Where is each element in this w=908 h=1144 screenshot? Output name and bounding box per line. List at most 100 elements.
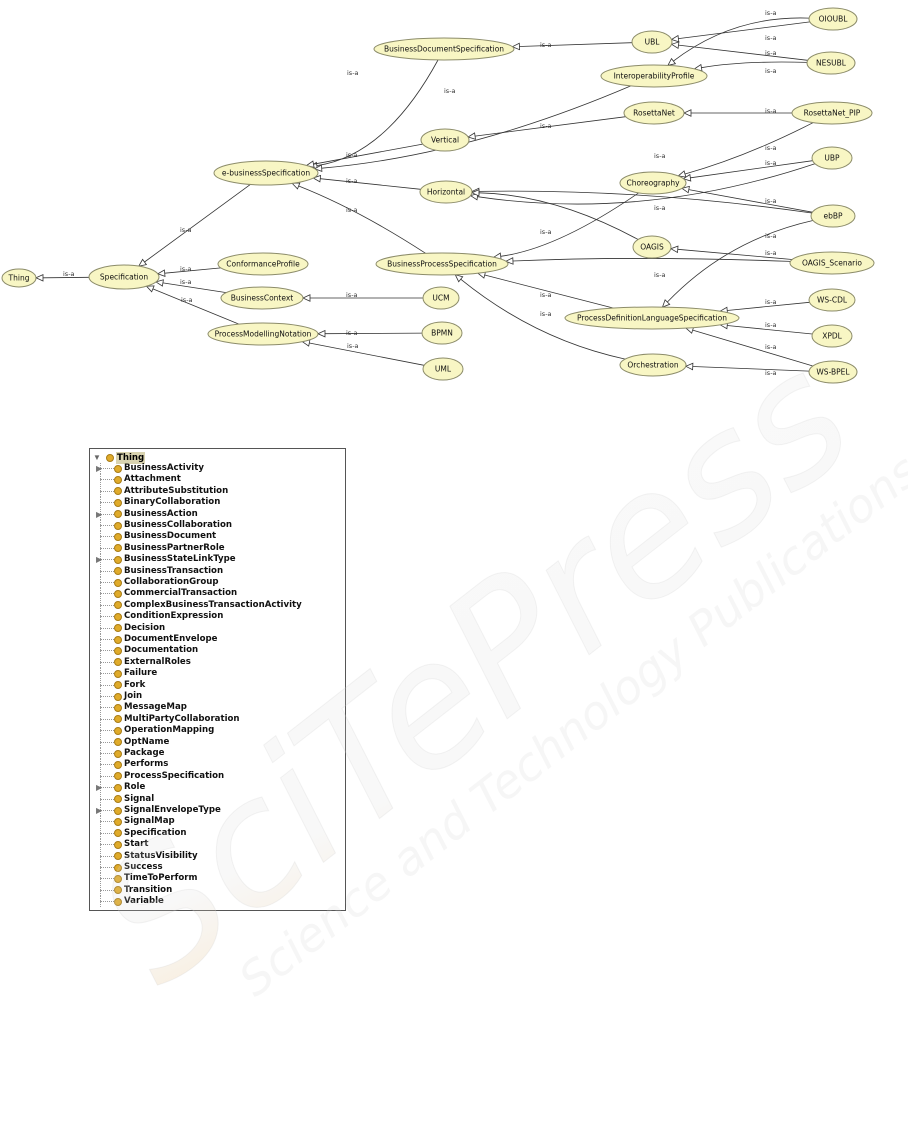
tree-item[interactable]: CommercialTransaction bbox=[90, 588, 340, 600]
node-Choreography[interactable]: Choreography bbox=[619, 171, 687, 195]
node-BusinessDocumentSpecification[interactable]: BusinessDocumentSpecification bbox=[373, 37, 515, 61]
tree-item-label: Success bbox=[124, 862, 163, 872]
node-UBL[interactable]: UBL bbox=[631, 30, 673, 54]
tree-item[interactable]: OptName bbox=[90, 736, 340, 748]
tree-connector bbox=[100, 479, 114, 481]
tree-item[interactable]: Fork bbox=[90, 679, 340, 691]
tree-item[interactable]: Specification bbox=[90, 827, 340, 839]
node-Thing[interactable]: Thing bbox=[1, 268, 37, 288]
tree-item[interactable]: ▶BusinessStateLinkType bbox=[90, 554, 340, 566]
node-ebBP[interactable]: ebBP bbox=[810, 204, 856, 228]
node-ellipse bbox=[420, 128, 470, 152]
tree-item[interactable]: CollaborationGroup bbox=[90, 577, 340, 588]
edge-label: is-a bbox=[654, 152, 666, 160]
tree-item[interactable]: ▶SignalEnvelopeType bbox=[90, 805, 340, 816]
tree-item[interactable]: Decision bbox=[90, 622, 340, 634]
edge-OAGIS_Scenario-to-OAGIS: is-a bbox=[669, 245, 793, 260]
class-icon bbox=[114, 863, 122, 872]
tree-item[interactable]: BusinessCollaboration bbox=[90, 520, 340, 531]
edge-label: is-a bbox=[765, 144, 777, 152]
node-ConformanceProfile[interactable]: ConformanceProfile bbox=[217, 252, 309, 276]
tree-item[interactable]: ▶BusinessActivity bbox=[90, 463, 340, 474]
tree-item[interactable]: BusinessDocument bbox=[90, 531, 340, 543]
tree-item[interactable]: OperationMapping bbox=[90, 725, 340, 737]
node-ProcessModellingNotation[interactable]: ProcessModellingNotation bbox=[207, 322, 319, 346]
tree-connector bbox=[100, 639, 114, 640]
node-OAGIS_Scenario[interactable]: OAGIS_Scenario bbox=[789, 251, 875, 275]
node-OAGIS[interactable]: OAGIS bbox=[632, 235, 672, 259]
node-BPMN[interactable]: BPMN bbox=[421, 321, 463, 345]
tree-connector bbox=[100, 627, 114, 629]
node-WS-BPEL[interactable]: WS-BPEL bbox=[808, 360, 858, 384]
node-e-businessSpecification[interactable]: e-businessSpecification bbox=[213, 160, 319, 186]
node-OIOUBL[interactable]: OIOUBL bbox=[808, 7, 858, 31]
tree-item-label: CollaborationGroup bbox=[124, 577, 219, 587]
node-Specification[interactable]: Specification bbox=[88, 264, 160, 290]
tree-connector bbox=[100, 844, 114, 846]
tree-item[interactable]: Failure bbox=[90, 668, 340, 680]
tree-item-label: BusinessTransaction bbox=[124, 565, 224, 576]
node-label: ebBP bbox=[823, 212, 843, 221]
node-Orchestration[interactable]: Orchestration bbox=[619, 353, 687, 377]
tree-item[interactable]: ComplexBusinessTransactionActivity bbox=[90, 599, 340, 611]
tree-item[interactable]: Transition bbox=[90, 884, 340, 896]
tree-item-label: CommercialTransaction bbox=[124, 588, 238, 599]
node-RosettaNet[interactable]: RosettaNet bbox=[623, 101, 685, 125]
expand-triangle-icon[interactable]: ▶ bbox=[96, 464, 103, 473]
tree-item[interactable]: Success bbox=[90, 862, 340, 873]
tree-item[interactable]: SignalMap bbox=[90, 816, 340, 828]
node-ProcessDefinitionLanguageSpecification[interactable]: ProcessDefinitionLanguageSpecification bbox=[564, 306, 740, 330]
tree-item[interactable]: Package bbox=[90, 748, 340, 759]
tree-item[interactable]: MultiPartyCollaboration bbox=[90, 713, 340, 725]
tree-item[interactable]: ▶BusinessAction bbox=[90, 508, 340, 520]
tree-item[interactable]: AttributeSubstitution bbox=[90, 485, 340, 497]
tree-item[interactable]: Documentation bbox=[90, 645, 340, 657]
arrowhead-icon bbox=[504, 257, 514, 265]
edge-line bbox=[727, 325, 813, 335]
tree-item[interactable]: Signal bbox=[90, 793, 340, 805]
ontology-graph: is-ais-ais-ais-ais-ais-ais-ais-ais-ais-a… bbox=[1, 7, 875, 384]
tree-item[interactable]: ▶Role bbox=[90, 782, 340, 794]
arrowhead-icon bbox=[302, 294, 311, 302]
expand-triangle-icon[interactable]: ▶ bbox=[96, 783, 103, 793]
tree-item[interactable]: Start bbox=[90, 839, 340, 851]
tree-item[interactable]: DocumentEnvelope bbox=[90, 634, 340, 645]
edge-label: is-a bbox=[347, 69, 359, 77]
node-UCM[interactable]: UCM bbox=[422, 286, 460, 310]
node-WS-CDL[interactable]: WS-CDL bbox=[808, 288, 856, 312]
class-icon bbox=[114, 886, 122, 895]
tree-item[interactable]: Variable bbox=[90, 896, 340, 908]
arrowhead-icon bbox=[682, 173, 692, 182]
node-XPDL[interactable]: XPDL bbox=[811, 324, 853, 348]
node-InteroperabilityProfile[interactable]: InteroperabilityProfile bbox=[600, 64, 708, 88]
tree-item[interactable]: Join bbox=[90, 691, 340, 702]
tree-item[interactable]: BusinessPartnerRole bbox=[90, 542, 340, 554]
tree-item[interactable]: MessageMap bbox=[90, 702, 340, 714]
node-BusinessProcessSpecification[interactable]: BusinessProcessSpecification bbox=[375, 252, 509, 276]
tree-item[interactable]: Attachment bbox=[90, 474, 340, 486]
tree-item-label: Start bbox=[124, 839, 149, 850]
expand-triangle-icon[interactable]: ▶ bbox=[96, 806, 103, 815]
tree-item[interactable]: ExternalRoles bbox=[90, 656, 340, 668]
node-Vertical[interactable]: Vertical bbox=[420, 128, 470, 152]
tree-connector bbox=[100, 547, 114, 549]
expand-triangle-icon[interactable]: ▶ bbox=[96, 509, 103, 519]
node-Horizontal[interactable]: Horizontal bbox=[419, 180, 473, 204]
tree-item[interactable]: StatusVisibility bbox=[90, 850, 340, 862]
tree-item[interactable]: BusinessTransaction bbox=[90, 565, 340, 577]
edge-BusinessDocumentSpecification-to-e-businessSpecification: is-a bbox=[309, 59, 439, 170]
expand-triangle-icon[interactable]: ▼ bbox=[93, 453, 101, 462]
tree-item[interactable]: ProcessSpecification bbox=[90, 770, 340, 782]
tree-item[interactable]: Performs bbox=[90, 759, 340, 771]
node-UML[interactable]: UML bbox=[422, 357, 464, 381]
tree-item[interactable]: ConditionExpression bbox=[90, 611, 340, 623]
node-ellipse bbox=[600, 64, 708, 88]
tree-item[interactable]: TimeToPerform bbox=[90, 873, 340, 885]
node-RosettaNet_PIP[interactable]: RosettaNet_PIP bbox=[791, 101, 873, 125]
tree-item[interactable]: BinaryCollaboration bbox=[90, 497, 340, 509]
node-UBP[interactable]: UBP bbox=[811, 146, 853, 170]
tree-item-label: Join bbox=[124, 691, 143, 701]
node-BusinessContext[interactable]: BusinessContext bbox=[220, 286, 304, 310]
node-NESUBL[interactable]: NESUBL bbox=[806, 51, 856, 75]
expand-triangle-icon[interactable]: ▶ bbox=[96, 555, 103, 565]
